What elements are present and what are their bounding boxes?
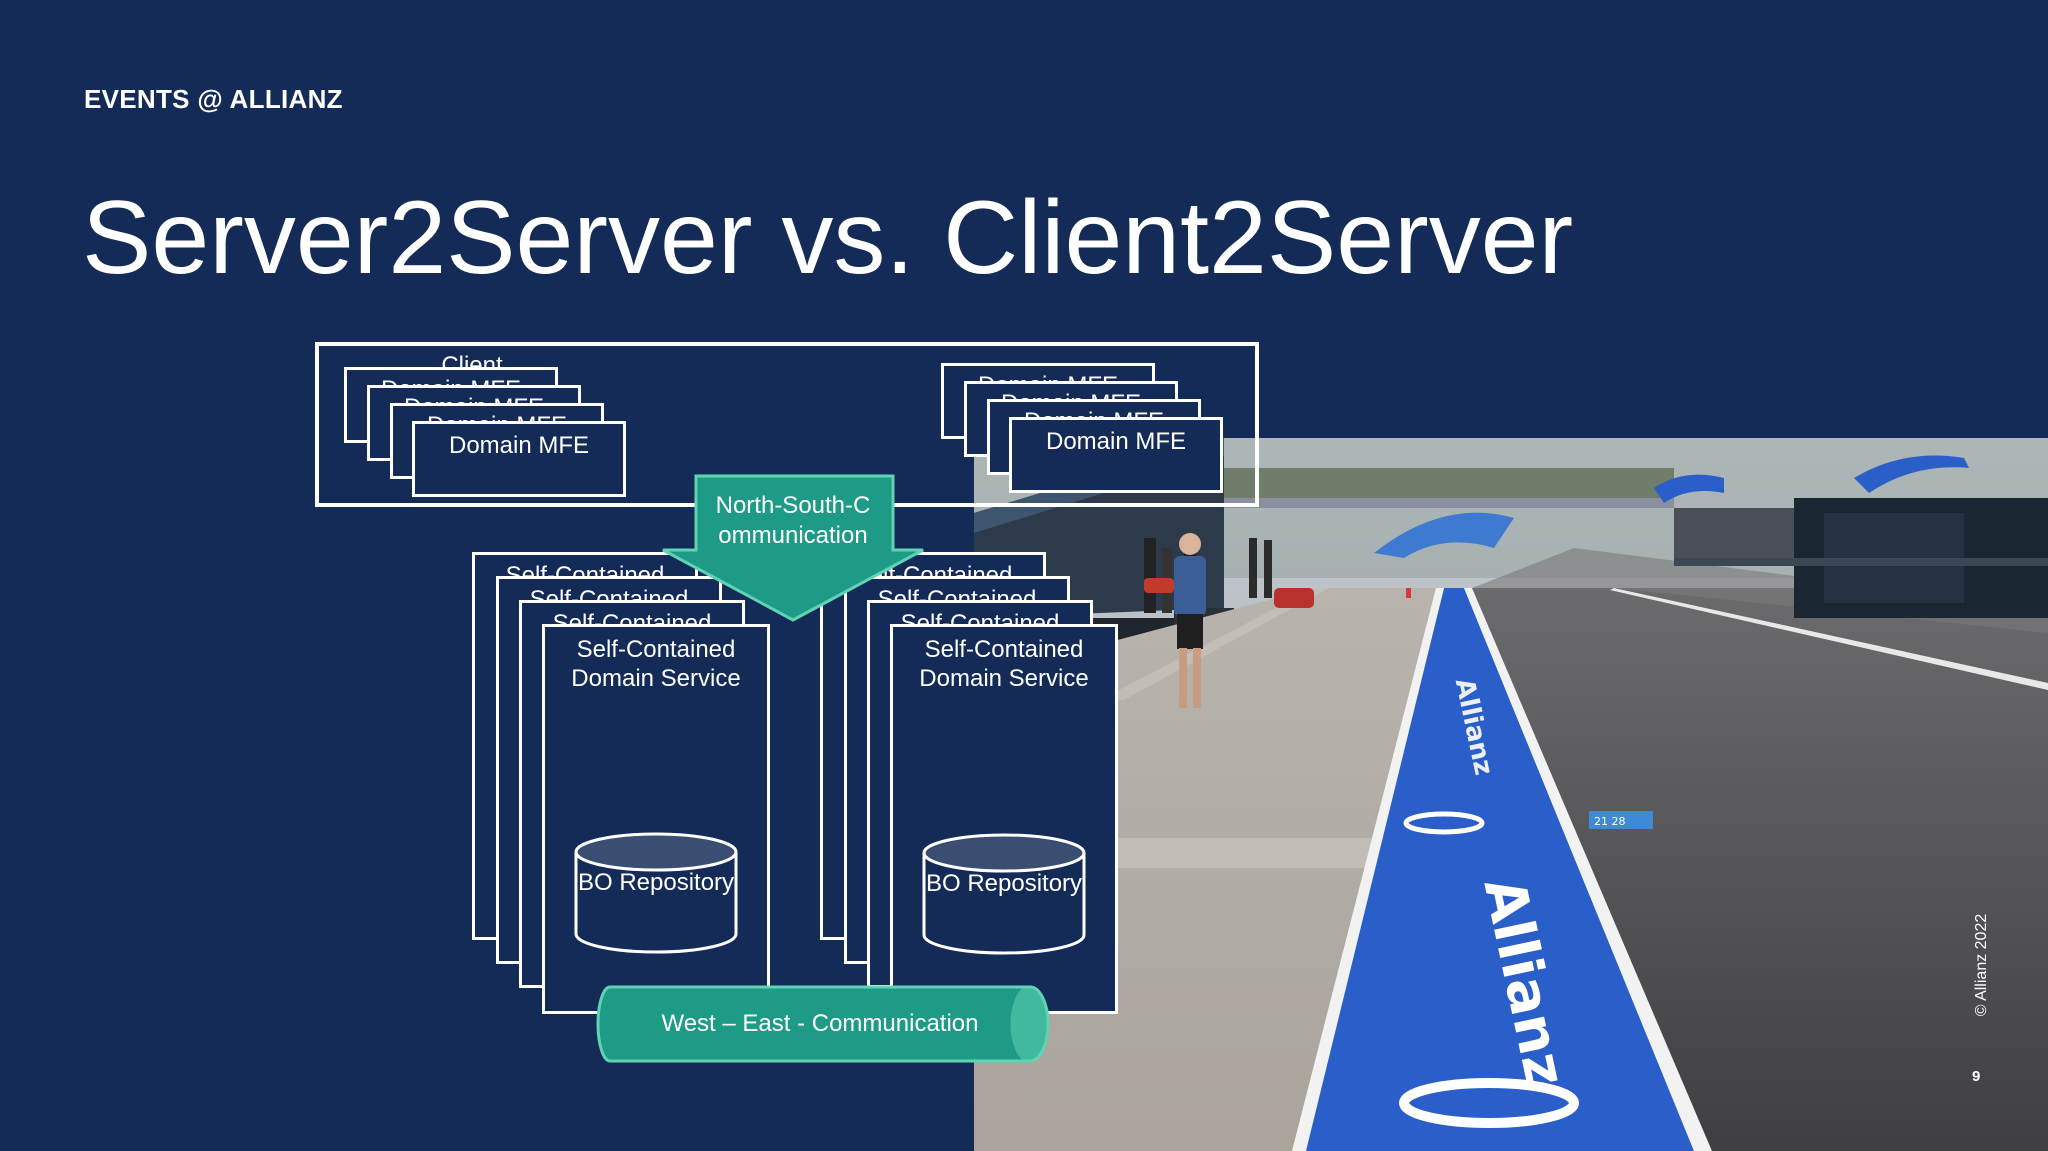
repository-label: BO Repository	[925, 870, 1083, 897]
north-south-label: North-South-C ommunication	[715, 492, 871, 549]
west-east-pipe: West – East - Communication	[596, 984, 1052, 1064]
slide-title: Server2Server vs. Client2Server	[82, 180, 1574, 296]
mfe-card: Domain MFE	[1009, 417, 1223, 493]
repository-cylinder: BO Repository	[921, 831, 1087, 957]
mfe-card: Domain MFE	[412, 421, 626, 497]
repository-label: BO Repository	[577, 869, 735, 896]
copyright-note: © Allianz 2022	[1968, 905, 1996, 1025]
board-numbers: 21 28	[1594, 815, 1626, 828]
repository-cylinder: BO Repository	[573, 830, 739, 956]
copyright-text: © Allianz 2022	[1973, 913, 1990, 1017]
eyebrow-label: EVENTS @ ALLIANZ	[84, 84, 343, 114]
west-east-label: West – East - Communication	[661, 1010, 979, 1037]
pit-lane-photo: Allianz Allianz 21 28	[974, 438, 2048, 1151]
page-number: 9	[1972, 1068, 1981, 1085]
north-south-arrow: North-South-C ommunication	[660, 473, 926, 623]
